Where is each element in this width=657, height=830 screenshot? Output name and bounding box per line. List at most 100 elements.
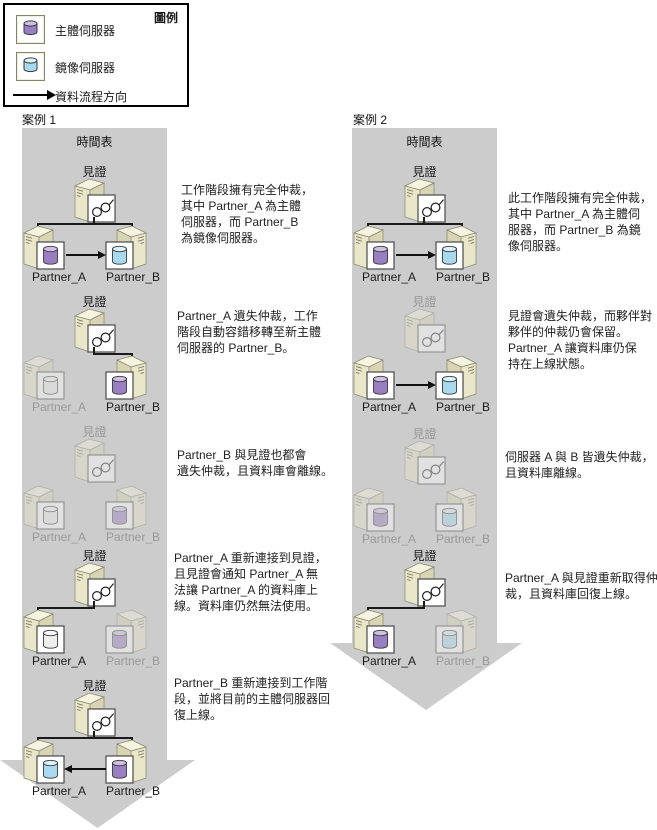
data-flow-arrowhead	[98, 251, 106, 259]
stage-description: Partner_A 遺失仲裁，工作 階段自動容錯移轉至新主體 伺服器的 Part…	[177, 309, 322, 355]
stage-5: 見證 Partner_A Partner_B	[22, 677, 170, 801]
witness-server-icon	[73, 560, 119, 608]
partner-a-server-icon	[22, 737, 68, 785]
witness-server-icon	[73, 306, 119, 354]
partner-a-label: Partner_A	[31, 400, 87, 414]
partner-a-server-icon	[22, 483, 68, 531]
mirror-server-icon	[16, 52, 45, 81]
witness-label: 見證	[82, 425, 107, 439]
partner-b-server-icon	[432, 223, 478, 271]
witness-server-icon	[73, 690, 119, 738]
partner-b-server-icon	[102, 607, 148, 655]
partner-a-label: Partner_A	[361, 532, 417, 546]
partner-a-server-icon	[352, 607, 398, 655]
connector-line	[93, 353, 133, 355]
stage-2: 見證 Partner_A Partner_B	[352, 293, 500, 417]
partner-a-label: Partner_A	[31, 784, 87, 798]
partner-a-label: Partner_A	[361, 400, 417, 414]
stage-description: 工作階段擁有完全仲裁， 其中 Partner_A 為主體 伺服器，而 Partn…	[181, 183, 314, 245]
stage-description: Partner_A 重新連接到見證， 且見證會通知 Partner_A 無 法讓…	[174, 551, 327, 613]
partner-a-label: Partner_A	[31, 270, 87, 284]
data-flow-arrow-icon	[13, 94, 47, 96]
connector-line	[423, 217, 425, 225]
stage-description: 此工作階段擁有完全仲裁， 其中 Partner_A 為主體伺 服器，而 Part…	[508, 191, 653, 253]
partner-b-label: Partner_B	[105, 654, 161, 668]
connector-line	[93, 601, 95, 609]
connector-line	[37, 607, 95, 609]
legend-mirror-label: 鏡像伺服器	[55, 61, 116, 75]
partner-b-server-icon	[102, 737, 148, 785]
partner-a-label: Partner_A	[361, 654, 417, 668]
connector-line	[367, 607, 425, 609]
partner-b-server-icon	[102, 353, 148, 401]
witness-label: 見證	[82, 549, 107, 563]
connector-line	[93, 347, 95, 355]
witness-label: 見證	[82, 295, 107, 309]
partner-a-server-icon	[352, 353, 398, 401]
witness-label: 見證	[412, 165, 437, 179]
witness-label: 見證	[412, 549, 437, 563]
connector-line	[93, 217, 95, 225]
witness-label: 見證	[82, 165, 107, 179]
connector-line	[37, 223, 133, 225]
partner-b-server-icon	[102, 223, 148, 271]
stage-description: Partner_B 重新連接到工作階 段，並將目前的主體伺服器回 復上線。	[174, 676, 331, 722]
legend-dataflow-label: 資料流程方向	[55, 90, 128, 104]
legend-title: 圖例	[153, 11, 178, 25]
data-flow-arrow	[70, 768, 106, 770]
partner-b-server-icon	[432, 607, 478, 655]
witness-server-icon	[403, 176, 449, 224]
partner-a-label: Partner_A	[31, 530, 87, 544]
partner-a-server-icon	[22, 353, 68, 401]
data-flow-arrowhead	[428, 251, 436, 259]
connector-line	[93, 731, 95, 739]
connector-line	[423, 601, 425, 609]
legend-principal-label: 主體伺服器	[55, 24, 116, 38]
partner-a-server-icon	[352, 223, 398, 271]
stage-description: 伺服器 A 與 B 皆遺失仲裁， 且資料庫離線。	[505, 450, 654, 480]
witness-label: 見證	[412, 295, 437, 309]
partner-a-server-icon	[352, 485, 398, 533]
timeline-title: 時間表	[76, 135, 113, 149]
data-flow-arrow	[396, 384, 430, 386]
data-flow-arrowhead	[64, 765, 72, 773]
witness-server-icon	[403, 438, 449, 486]
data-flow-arrowhead	[428, 381, 436, 389]
witness-server-icon	[403, 306, 449, 354]
stage-3: 見證 Partner_A Partner_B	[22, 423, 170, 547]
partner-b-server-icon	[432, 353, 478, 401]
legend-box: 圖例 主體伺服器 鏡像伺服器 資料流程方向	[3, 3, 189, 107]
partner-b-label: Partner_B	[105, 270, 161, 284]
partner-b-label: Partner_B	[105, 784, 161, 798]
witness-server-icon	[403, 560, 449, 608]
stage-3: 見證 Partner_A Partner_B	[352, 425, 500, 549]
partner-b-label: Partner_B	[435, 654, 491, 668]
witness-label: 見證	[412, 427, 437, 441]
partner-b-server-icon	[102, 483, 148, 531]
stage-description: Partner_B 與見證也都會 遺失仲裁，且資料庫會離線。	[177, 448, 334, 478]
partner-b-label: Partner_B	[105, 530, 161, 544]
partner-b-label: Partner_B	[435, 400, 491, 414]
timeline-title: 時間表	[406, 135, 443, 149]
stage-1: 見證 Partner_A Partner_B	[22, 163, 170, 287]
connector-line	[37, 737, 133, 739]
stage-description: Partner_A 與見證重新取得仲 裁，且資料庫回復上線。	[505, 571, 657, 601]
data-flow-arrowhead-icon	[47, 90, 56, 100]
witness-server-icon	[73, 436, 119, 484]
data-flow-arrow	[396, 254, 430, 256]
partner-b-label: Partner_B	[435, 532, 491, 546]
stage-4: 見證 Partner_A Partner_B	[352, 547, 500, 671]
witness-label: 見證	[82, 679, 107, 693]
stage-1: 見證 Partner_A Partner_B	[352, 163, 500, 287]
data-flow-arrow	[66, 254, 100, 256]
case-1-label: 案例 1	[22, 113, 57, 127]
case-1-column: 案例 1 時間表 見證 Partner_A Partner_B 工作階段擁有完全仲裁，…	[0, 110, 657, 830]
partner-a-server-icon	[22, 223, 68, 271]
principal-server-icon	[16, 15, 45, 44]
stage-2: 見證 Partner_A Partner_B	[22, 293, 170, 417]
partner-b-label: Partner_B	[435, 270, 491, 284]
partner-b-label: Partner_B	[105, 400, 161, 414]
case-2-label: 案例 2	[353, 113, 388, 127]
partner-a-label: Partner_A	[361, 270, 417, 284]
